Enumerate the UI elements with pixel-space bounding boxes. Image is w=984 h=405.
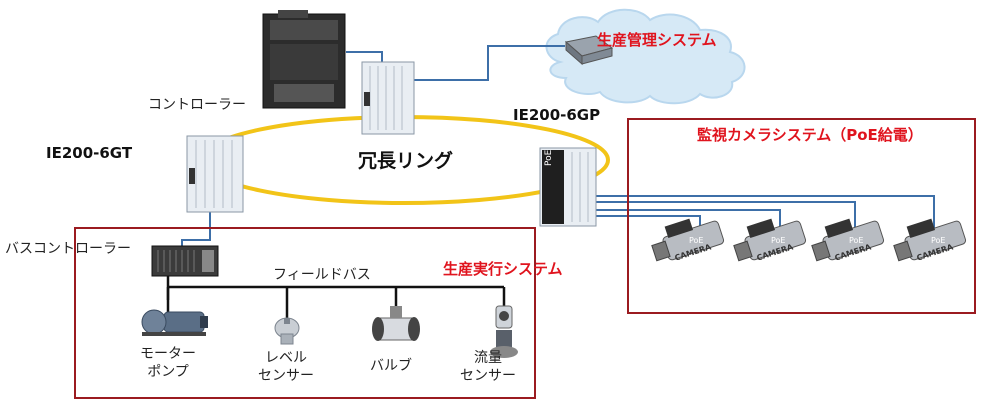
motor-pump-device (141, 309, 208, 336)
switch-ie200-6gp (539, 147, 597, 227)
server-device (564, 35, 614, 66)
camera-3 (811, 218, 885, 262)
label-level-sensor: レベル センサー (258, 350, 314, 384)
production-execution-box (74, 227, 536, 399)
label-production-execution: 生産実行システム (443, 260, 563, 278)
cloud-shape (545, 8, 746, 105)
label-controller: コントローラー (148, 97, 246, 113)
label-redundant-ring: 冗長リング (358, 150, 454, 172)
camera-poe-badge-4: PoE (931, 236, 946, 245)
label-ie200-6gp: IE200-6GP (513, 106, 601, 124)
flow-sensor-device (490, 305, 518, 358)
label-bus-controller: バスコントローラー (5, 241, 131, 257)
surveillance-system-box (627, 118, 976, 314)
controller-device (262, 10, 346, 109)
label-field-bus: フィールドバス (273, 267, 371, 283)
camera-1 (651, 218, 725, 262)
valve-device (372, 306, 420, 341)
label-production-management: 生産管理システム (597, 31, 717, 49)
label-surveillance-system: 監視カメラシステム（PoE給電） (697, 126, 923, 144)
bus-controller-device (151, 245, 219, 277)
label-motor-pump: モーター ポンプ (140, 346, 196, 380)
label-flow-sensor: 流量 センサー (460, 350, 516, 384)
level-sensor-device (274, 317, 300, 345)
label-ie200-6gt: IE200-6GT (46, 144, 133, 162)
camera-2 (733, 218, 807, 262)
camera-4 (893, 218, 967, 262)
switch-ie200-6gt (186, 135, 244, 213)
camera-poe-badge-1: PoE (689, 236, 704, 245)
switch-poe-label: PoE (544, 149, 554, 166)
label-valve: バルブ (370, 358, 412, 374)
camera-poe-badge-2: PoE (771, 236, 786, 245)
camera-poe-badge-3: PoE (849, 236, 864, 245)
switch-top (361, 61, 415, 135)
field-bus-wires (166, 275, 506, 320)
